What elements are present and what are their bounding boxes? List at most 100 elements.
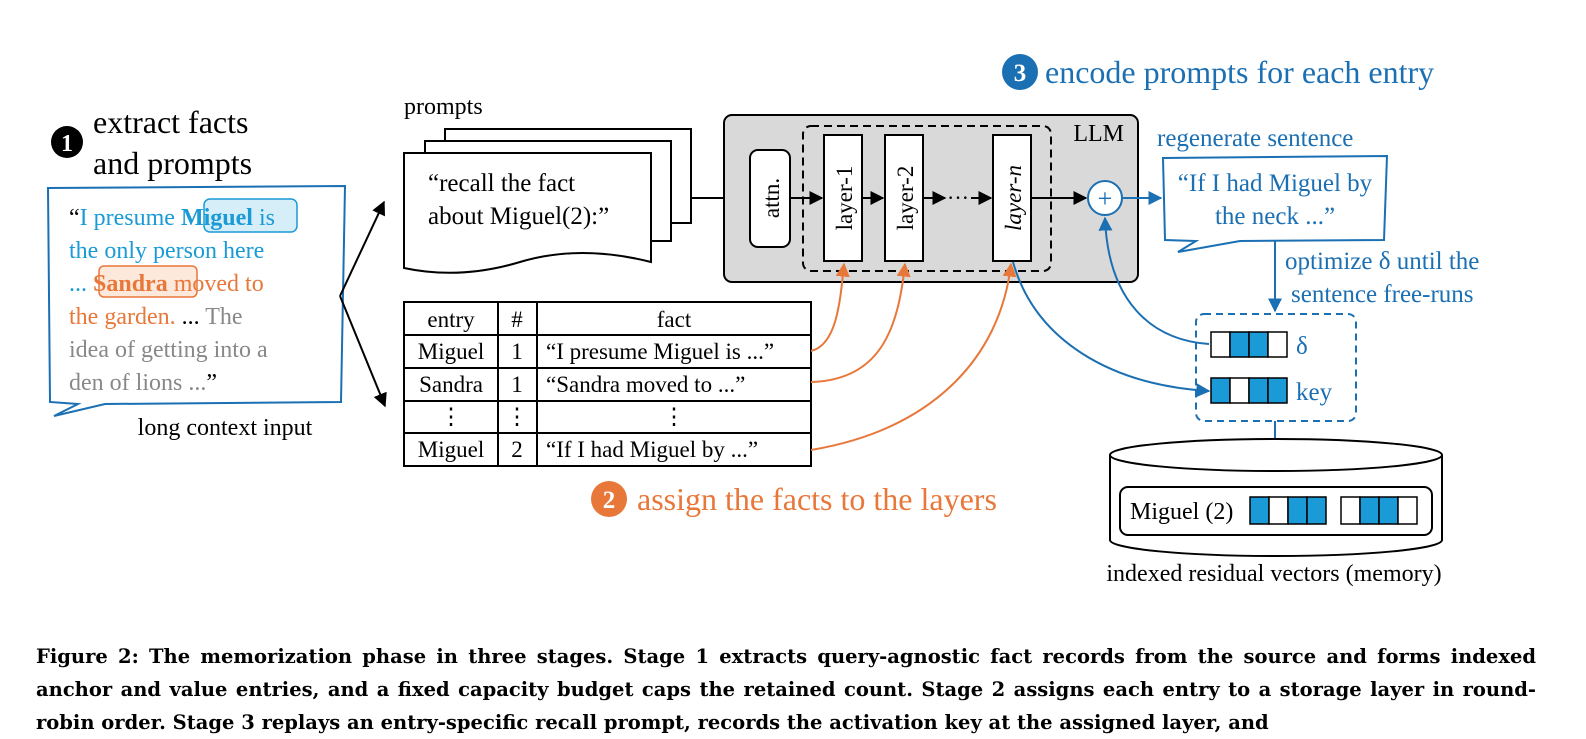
speech-bubble (46, 184, 347, 417)
assign-arrow-row2 (810, 262, 911, 383)
llm-block: LLM attn. layer-1 layer-2 layer-n ··· + (723, 114, 1139, 283)
stage1-title-line2: and prompts (93, 145, 252, 181)
table-cell-number: 2 (511, 437, 523, 462)
table-header-entry: entry (427, 307, 475, 332)
layer-n-label: layer-n (1001, 165, 1026, 231)
assign-arrow-row4 (810, 262, 1017, 451)
layer-2-label: layer-2 (893, 166, 918, 231)
table-cell-entry: ⋮ (440, 404, 463, 429)
context-segment: The (205, 304, 242, 330)
table-cell-fact: “If I had Miguel by ...” (546, 437, 758, 462)
memory-entry-label: Miguel (2) (1130, 499, 1233, 525)
context-segment: the only person here (69, 238, 264, 264)
context-line: idea of getting into a (69, 337, 268, 363)
context-segment: is (253, 205, 275, 231)
table-header-number: # (511, 307, 523, 332)
table-row: Sandra 1 “Sandra moved to ...” (419, 372, 745, 397)
sandra-highlight (98, 265, 198, 298)
table-row: ⋮ ⋮ ⋮ (440, 404, 686, 429)
prompt-line1: “recall the fact (428, 170, 575, 197)
key-vector (1210, 377, 1288, 404)
table-cell-fact: “I presume Miguel is ...” (546, 339, 774, 364)
table-cell-entry: Sandra (419, 372, 483, 397)
optimize-line2: sentence free-runs (1291, 281, 1474, 308)
context-line: the garden. ... The (69, 304, 243, 330)
delta-label: δ (1296, 333, 1308, 360)
key-label: key (1296, 379, 1333, 406)
residual-add-symbol: + (1098, 184, 1113, 213)
layer-1-label: layer-1 (832, 166, 857, 231)
stage2-title: assign the facts to the layers (637, 481, 997, 517)
context-segment: ” (206, 370, 217, 396)
context-segment: idea of getting into a (69, 337, 268, 363)
sandra-name: Sandra (93, 271, 168, 297)
context-segment: I presume (80, 205, 181, 231)
stage1-number: 1 (61, 131, 73, 157)
delta-vector (1210, 331, 1288, 358)
stage2-heading: 2 assign the facts to the layers (591, 481, 997, 517)
prompts-stack: prompts “recall the fact about Miguel(2)… (403, 94, 692, 274)
llm-label: LLM (1073, 121, 1124, 147)
table-cell-number: ⋮ (506, 404, 529, 429)
context-line: “I presume Miguel is (69, 205, 275, 231)
table-cell-fact: ⋮ (663, 404, 686, 429)
delta-to-plus-arrow (1098, 216, 1210, 345)
input-label: long context input (138, 415, 313, 441)
stage3-title: encode prompts for each entry (1045, 54, 1434, 90)
context-line: den of lions ...” (69, 370, 217, 396)
memory-database: Miguel (2) (1109, 438, 1443, 557)
table-cell-entry: Miguel (418, 339, 484, 364)
attn-label: attn. (759, 178, 784, 218)
memorization-figure: 1 extract facts and prompts “I presume M… (46, 54, 1479, 587)
stage3-heading: 3 encode prompts for each entry (1002, 54, 1434, 90)
regenerate-label: regenerate sentence (1157, 125, 1353, 152)
prompt-line2: about Miguel(2):” (428, 203, 609, 230)
long-context-input: “I presume Miguel is the only person here… (46, 184, 347, 441)
context-segment: den of lions ... (69, 370, 206, 396)
table-cell-entry: Miguel (418, 437, 484, 462)
sentence-line2: the neck ...” (1215, 203, 1335, 230)
miguel-highlight (203, 198, 298, 233)
fact-table: entry # fact Miguel 1 “I presume Miguel … (403, 301, 812, 467)
table-cell-number: 1 (511, 339, 523, 364)
context-segment: “ (69, 205, 80, 231)
prompts-label: prompts (404, 94, 483, 120)
optimize-line1: optimize δ until the (1285, 248, 1479, 275)
context-text: “I presume Miguel is the only person here… (69, 205, 275, 396)
memory-value-vector (1340, 496, 1418, 525)
memory-key-vector (1249, 496, 1327, 525)
delta-key-group: δ key (1195, 313, 1357, 422)
assign-arrow-row1 (810, 262, 850, 352)
stage2-number-badge (591, 481, 627, 517)
stage3-number-badge (1002, 54, 1038, 90)
stage1-heading: 1 extract facts and prompts (51, 104, 252, 181)
stage2-number: 2 (603, 487, 616, 514)
context-segment: ... (69, 271, 93, 297)
table-header-row: entry # fact (427, 307, 691, 332)
context-segment: the garden. (69, 304, 182, 330)
table-row: Miguel 2 “If I had Miguel by ...” (418, 437, 758, 462)
layer-n-to-key-arrow (1012, 261, 1211, 398)
table-cell-number: 1 (511, 372, 523, 397)
prompt-card-front (403, 152, 652, 274)
figure-caption: Figure 2: The memorization phase in thre… (36, 645, 1536, 734)
table-header-fact: fact (657, 307, 692, 332)
table-cell-fact: “Sandra moved to ...” (546, 372, 745, 397)
layer-ellipsis: ··· (947, 185, 969, 210)
context-segment: ... (182, 304, 206, 330)
context-line: ... Sandra moved to (69, 271, 264, 297)
table-row: Miguel 1 “I presume Miguel is ...” (418, 339, 774, 364)
context-segment: moved to (168, 271, 264, 297)
context-line: the only person here (69, 238, 264, 264)
layer-n-block (992, 134, 1032, 262)
arrow-to-table (339, 295, 387, 408)
sentence-line1: “If I had Miguel by (1178, 170, 1373, 197)
miguel-name: Miguel (181, 205, 253, 231)
arrow-to-prompts (339, 200, 385, 297)
regenerated-sentence-bubble: “If I had Miguel by the neck ...” (1161, 154, 1389, 253)
layer-2-block (884, 134, 924, 262)
stage1-title-line1: extract facts (93, 104, 248, 140)
stage1-number-badge (51, 126, 83, 158)
memory-caption: indexed residual vectors (memory) (1106, 561, 1441, 587)
stage3-number: 3 (1014, 60, 1027, 87)
